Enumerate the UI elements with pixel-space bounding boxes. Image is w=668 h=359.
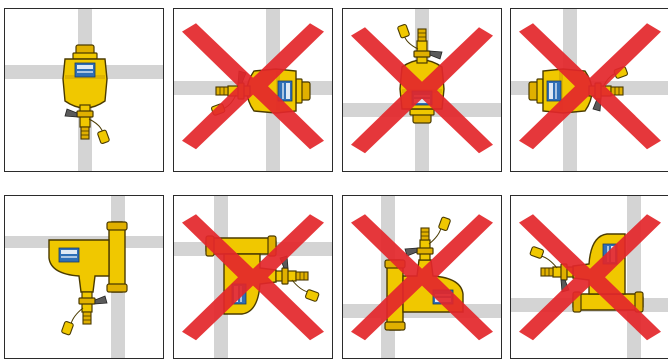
diagram-wrong-7 [343, 196, 501, 358]
panel-angled-vertical-drain-up [342, 195, 502, 359]
pipe-vertical [627, 196, 641, 358]
diagram-wrong-3 [343, 9, 501, 171]
diagram-wrong-6 [174, 196, 332, 358]
panel-vertical-drain-up [342, 8, 502, 172]
panel-horizontal-drain-left [173, 8, 333, 172]
panel-angled-horizontal-drain-right [173, 195, 333, 359]
diagram-correct-1 [5, 9, 163, 171]
panel-vertical-drain-down [4, 8, 164, 172]
panel-angled-horizontal-drain-left [510, 195, 668, 359]
diagram-wrong-4 [511, 9, 668, 171]
panel-horizontal-drain-right [510, 8, 668, 172]
panel-angled-vertical-drain-down [4, 195, 164, 359]
diagram-wrong-2 [174, 9, 332, 171]
diagram-wrong-8 [511, 196, 668, 358]
diagram-correct-5 [5, 196, 163, 358]
dirt-separator-icon [63, 45, 110, 144]
